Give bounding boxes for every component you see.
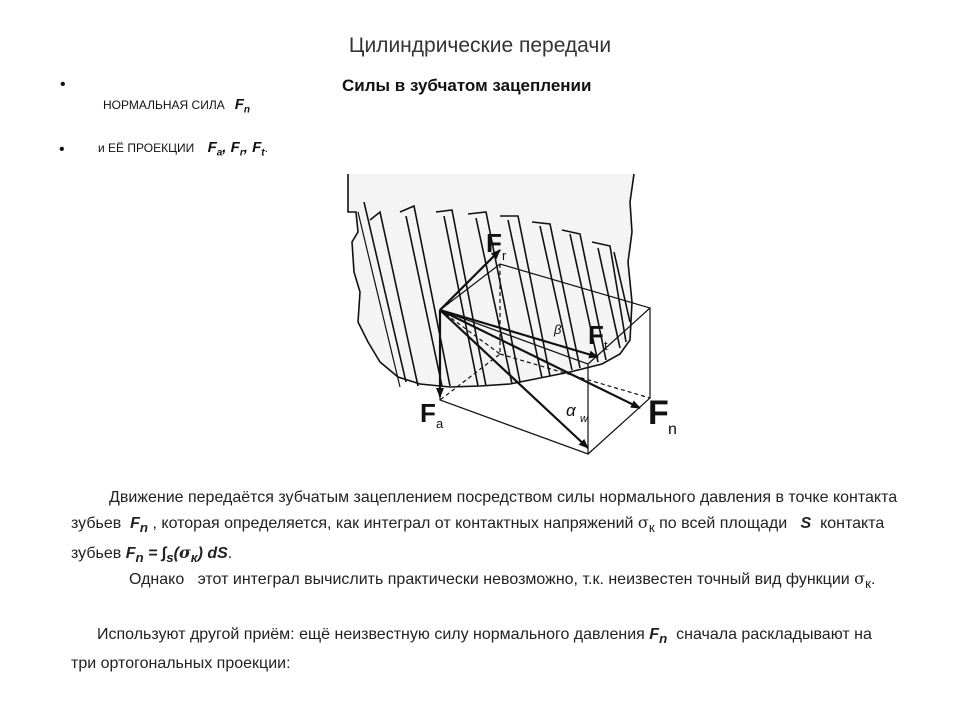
sigma-subscript: к bbox=[865, 576, 871, 592]
axial-diagonal-arrow bbox=[439, 309, 589, 449]
formula-f-sub: n bbox=[135, 550, 144, 566]
force-subscript: n bbox=[243, 104, 251, 116]
bullet-text: НОРМАЛЬНАЯ СИЛА bbox=[103, 98, 225, 112]
bullet-projections: и ЕЁ ПРОЕКЦИИ Fa, Fr, Ft. bbox=[98, 139, 268, 158]
label-alpha-sub: w bbox=[580, 413, 589, 425]
text: , которая определяется, как интеграл от … bbox=[152, 515, 634, 532]
formula-sigma-sub: к bbox=[190, 550, 198, 566]
label-fr: F bbox=[486, 228, 502, 258]
label-alpha: α bbox=[566, 401, 577, 420]
text: сначала раскладывают на три ортогональны… bbox=[71, 626, 872, 673]
formula-f: F bbox=[125, 545, 136, 563]
formula: Fn = ∫s(σк) dS bbox=[125, 543, 228, 566]
helical-gear-force-diagram: F r F t F a F n β α w bbox=[347, 173, 677, 455]
bullet-dot: • bbox=[60, 76, 66, 93]
text: Используют другой приём: ещё неизвестную… bbox=[97, 626, 645, 643]
formula-paren: ( bbox=[173, 545, 179, 563]
label-ft: F bbox=[588, 320, 604, 350]
paragraph-integral-note: Однако этот интеграл вычислить практичес… bbox=[71, 566, 901, 596]
force-symbol: F bbox=[649, 626, 660, 643]
bullet-text: и ЕЁ ПРОЕКЦИИ bbox=[98, 141, 195, 155]
formula-sigma: σ bbox=[179, 543, 191, 563]
label-fn: F bbox=[648, 394, 669, 432]
slide-subtitle: Силы в зубчатом зацеплении bbox=[342, 76, 592, 95]
area-symbol: S bbox=[800, 515, 812, 532]
figure-labels: F r F t F a F n β α w bbox=[420, 228, 677, 438]
label-ft-sub: t bbox=[604, 338, 608, 353]
label-fa-sub: a bbox=[436, 416, 444, 431]
sigma-symbol: σ bbox=[854, 569, 866, 588]
force-subscript: n bbox=[659, 631, 668, 647]
force-subscript: a bbox=[216, 147, 223, 159]
force-subscript: n bbox=[139, 520, 149, 536]
force-symbol: F bbox=[207, 139, 217, 156]
force-symbol: F bbox=[234, 96, 244, 113]
force-subscript: t bbox=[261, 147, 265, 159]
period: . bbox=[227, 545, 233, 563]
sigma-subscript: к bbox=[648, 520, 655, 536]
text: Движение передаётся зубчатым зацеплением… bbox=[71, 489, 898, 532]
paragraph-normal-force: Движение передаётся зубчатым зацеплением… bbox=[71, 485, 901, 570]
label-fa: F bbox=[420, 398, 436, 428]
period: . bbox=[264, 141, 268, 155]
tangential-force-arrow bbox=[439, 308, 599, 359]
paragraph-decomposition: Используют другой приём: ещё неизвестную… bbox=[71, 622, 901, 676]
gear-body bbox=[347, 173, 635, 388]
separator: , bbox=[222, 139, 231, 156]
force-subscript: r bbox=[239, 147, 244, 159]
formula-integral-sub: s bbox=[166, 550, 174, 566]
normal-force-arrow bbox=[439, 309, 641, 409]
force-symbol: F bbox=[130, 515, 140, 532]
bullet-dot: • bbox=[59, 141, 65, 158]
label-fr-sub: r bbox=[502, 248, 507, 263]
text: контакта зубьев bbox=[71, 515, 885, 563]
separator: , bbox=[243, 139, 253, 156]
text: этот интеграл вычислить практически нево… bbox=[197, 571, 850, 588]
text: по всей площади bbox=[659, 515, 788, 532]
formula-paren: ) d bbox=[197, 545, 218, 563]
force-symbol: F bbox=[230, 139, 240, 156]
force-symbol: F bbox=[252, 139, 262, 156]
label-beta: β bbox=[553, 322, 562, 337]
radial-force-arrow bbox=[439, 249, 501, 311]
formula-integral: = ∫ bbox=[143, 545, 167, 563]
formula-s: S bbox=[217, 545, 228, 563]
period: . bbox=[870, 571, 876, 588]
sigma-symbol: σ bbox=[637, 513, 649, 532]
label-fn-sub: n bbox=[668, 421, 677, 438]
bullet-normal-force: НОРМАЛЬНАЯ СИЛА Fn bbox=[103, 96, 250, 115]
text: Однако bbox=[129, 571, 185, 588]
force-arrows bbox=[436, 249, 641, 449]
slide-title: Цилиндрические передачи bbox=[348, 34, 612, 57]
